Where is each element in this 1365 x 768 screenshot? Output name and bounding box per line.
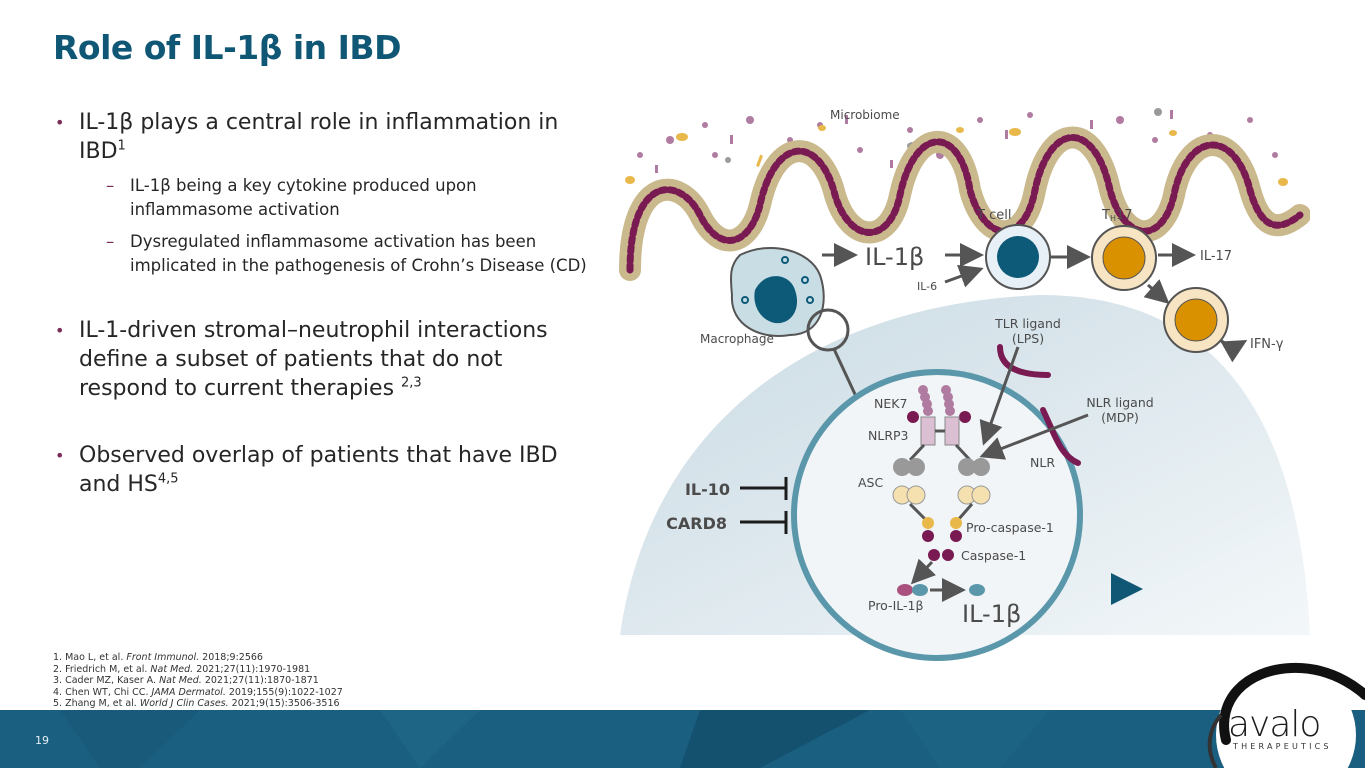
inflammasome-cell <box>791 369 1083 661</box>
macrophage-label: Macrophage <box>700 332 774 346</box>
dash-icon: – <box>106 176 115 195</box>
nek7-label: NEK7 <box>874 396 907 411</box>
microbiome-label: Microbiome <box>830 108 900 122</box>
bullet-text: IL-1-driven stromal–neutrophil interacti… <box>79 318 548 401</box>
microbiome-particles <box>637 110 1278 173</box>
citation: 1 <box>117 138 126 154</box>
bullet-text: Observed overlap of patients that have I… <box>79 443 558 497</box>
bullet-list: • IL-1β plays a central role in inflamma… <box>53 108 593 507</box>
nlrp3-complex <box>892 385 991 561</box>
tlr-ligand-label: TLR ligand <box>994 316 1061 331</box>
il1b-bottom-label: IL-1β <box>962 600 1021 628</box>
logo-subtitle: THERAPEUTICS <box>1233 742 1332 751</box>
reference-item: 2. Friedrich M, et al. Nat Med. 2021;27(… <box>53 663 311 675</box>
logo-wordmark: avalo <box>1228 704 1321 745</box>
dash-icon: – <box>106 232 115 251</box>
il6-label: IL-6 <box>917 280 937 293</box>
microbiome-yellow <box>625 125 1288 186</box>
macrophage-cell <box>730 247 825 337</box>
reference-item: 3. Cader MZ, Kaser A. Nat Med. 2021;27(1… <box>53 675 319 687</box>
sub-bullet-item: – Dysregulated inflammasome activation h… <box>53 230 593 278</box>
tcell-label: T cell <box>976 208 1011 223</box>
card8-label: CARD8 <box>666 514 727 533</box>
nlr-label: NLR <box>1030 455 1055 470</box>
il1b-pathway-diagram: Microbiome Macrophage IL-1β IL-6 T cell … <box>619 108 1310 661</box>
logo-brush-circle-icon <box>1207 662 1365 768</box>
footer-bar <box>0 710 1365 768</box>
page-number: 19 <box>35 734 49 747</box>
bullet-item: • IL-1β plays a central role in inflamma… <box>53 108 593 166</box>
slide-title: Role of IL-1β in IBD <box>53 28 401 67</box>
th17-label: TH17 <box>1101 208 1133 223</box>
il1b-top-label: IL-1β <box>865 243 924 271</box>
sub-bullet-text: IL-1β being a key cytokine produced upon… <box>130 176 477 219</box>
nlr-ligand-label: NLR ligand <box>1086 395 1153 410</box>
reference-item: 1. Mao L, et al. Front Immunol. 2018;9:2… <box>53 652 263 663</box>
il17-label: IL-17 <box>1200 249 1232 264</box>
svg-text:(MDP): (MDP) <box>1101 410 1139 425</box>
bullet-item: • Observed overlap of patients that have… <box>53 441 593 499</box>
reference-item: 4. Chen WT, Chi CC. JAMA Dermatol. 2019;… <box>53 686 343 698</box>
bullet-item: • IL-1-driven stromal–neutrophil interac… <box>53 316 593 403</box>
magnifier-circle <box>806 308 850 352</box>
citation: 2,3 <box>401 375 422 391</box>
pro-il1b-label: Pro-IL-1β <box>868 598 923 613</box>
citation: 4,5 <box>157 471 179 487</box>
svg-text:(LPS): (LPS) <box>1012 331 1044 346</box>
sub-bullet-text: Dysregulated inflammasome activation has… <box>130 232 587 275</box>
pro-caspase-label: Pro-caspase-1 <box>966 520 1054 535</box>
asc-label: ASC <box>858 475 883 490</box>
references: 1. Mao L, et al. Front Immunol. 2018;9:2… <box>53 652 343 710</box>
bullet-text: IL-1β plays a central role in inflammati… <box>79 110 559 164</box>
il10-label: IL-10 <box>685 480 730 499</box>
bullet-dot-icon: • <box>55 321 65 340</box>
nlr-receptor <box>1040 407 1081 466</box>
bullet-dot-icon: • <box>55 446 65 465</box>
caspase-label: Caspase-1 <box>961 548 1026 563</box>
sub-bullet-item: – IL-1β being a key cytokine produced up… <box>53 174 593 222</box>
nlrp3-label: NLRP3 <box>868 428 909 443</box>
bullet-dot-icon: • <box>55 113 65 132</box>
reference-item: 5. Zhang M, et al. World J Clin Cases. 2… <box>53 698 340 710</box>
ifng-label: IFN-γ <box>1250 337 1284 352</box>
